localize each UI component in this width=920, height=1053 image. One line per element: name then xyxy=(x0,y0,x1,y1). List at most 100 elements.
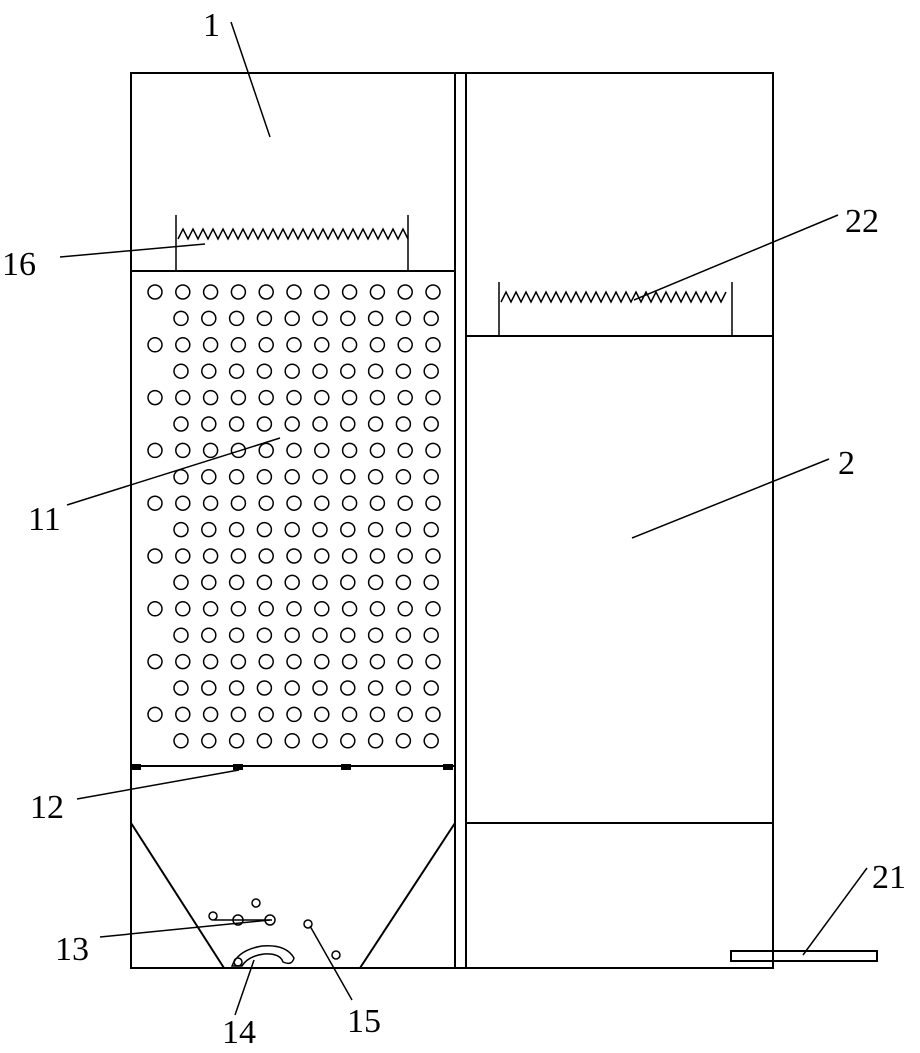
packing-sphere xyxy=(228,310,245,327)
packing-sphere xyxy=(367,680,384,696)
packing-sphere xyxy=(367,310,384,327)
packing-sphere xyxy=(202,442,219,459)
packing-sphere xyxy=(340,680,356,696)
packing-sphere xyxy=(173,574,189,591)
packing-sphere xyxy=(230,653,247,670)
packing-sphere xyxy=(258,706,274,723)
packing-sphere xyxy=(175,389,191,406)
packing-sphere xyxy=(173,310,189,327)
packing-sphere xyxy=(256,416,273,432)
bubbles xyxy=(303,919,341,960)
packing-sphere xyxy=(312,310,328,327)
packing-sphere xyxy=(340,310,356,327)
packing-sphere xyxy=(173,416,189,432)
spray-header-right xyxy=(498,282,733,336)
packing-sphere xyxy=(202,706,219,723)
packing-sphere xyxy=(367,416,384,432)
packing-sphere xyxy=(340,416,356,432)
packing-sphere xyxy=(202,284,219,300)
pipe-21 xyxy=(730,950,878,962)
packing-sphere xyxy=(425,601,441,617)
packing-sphere xyxy=(230,284,247,300)
packing-sphere xyxy=(367,733,384,749)
leader-lines xyxy=(59,21,868,1016)
packing-sphere xyxy=(397,284,413,300)
packing-sphere xyxy=(147,601,163,617)
packing-sphere xyxy=(286,495,302,511)
packing-sphere xyxy=(258,601,274,617)
packing-sphere xyxy=(395,574,412,591)
packing-sphere xyxy=(173,363,189,379)
packing-sphere xyxy=(341,601,358,617)
packing-sphere xyxy=(395,363,412,379)
packing-sphere xyxy=(395,416,412,432)
packing-sphere xyxy=(423,469,439,485)
packing-sphere xyxy=(147,284,163,300)
packing-sphere xyxy=(314,442,330,459)
packing-sphere xyxy=(202,389,219,406)
packing-sphere xyxy=(423,627,439,643)
packing-sphere xyxy=(284,310,300,327)
packing-sphere xyxy=(367,363,384,379)
label-21: 21 xyxy=(872,859,906,896)
packing-sphere xyxy=(425,653,441,670)
packing-sphere xyxy=(256,363,273,379)
label-2: 2 xyxy=(838,445,855,482)
packing-sphere xyxy=(258,653,274,670)
packing-sphere xyxy=(423,574,439,591)
support-brackets xyxy=(131,764,453,770)
packing-sphere xyxy=(201,733,217,749)
packing-sphere xyxy=(397,601,413,617)
packing-sphere xyxy=(340,733,356,749)
packing-sphere xyxy=(230,706,247,723)
packing-sphere xyxy=(147,706,163,723)
packing-sphere xyxy=(256,574,273,591)
packing-sphere xyxy=(423,363,439,379)
packing-sphere xyxy=(256,310,273,327)
packing-sphere xyxy=(284,627,300,643)
packing-sphere xyxy=(173,521,189,538)
outer-housing xyxy=(130,72,774,969)
packing-sphere xyxy=(228,733,245,749)
packing-sphere xyxy=(230,337,247,353)
packing-sphere xyxy=(423,680,439,696)
packing-sphere xyxy=(286,706,302,723)
packing-sphere xyxy=(397,548,413,564)
packing-sphere xyxy=(284,574,300,591)
packing-sphere xyxy=(369,495,386,511)
packing-sphere xyxy=(175,548,191,564)
packing-sphere xyxy=(340,363,356,379)
hopper-left-wall xyxy=(130,822,225,969)
packing-sphere xyxy=(314,548,330,564)
packing-sphere xyxy=(202,601,219,617)
packing-sphere xyxy=(175,601,191,617)
packing-sphere xyxy=(340,574,356,591)
packing-sphere xyxy=(340,469,356,485)
packing-sphere xyxy=(314,337,330,353)
packing-sphere xyxy=(341,389,358,406)
hopper-right-wall xyxy=(359,822,456,969)
packing-sphere xyxy=(367,574,384,591)
packing-sphere xyxy=(202,337,219,353)
label-14: 14 xyxy=(222,1014,256,1051)
packing-sphere xyxy=(397,389,413,406)
label-13: 13 xyxy=(55,931,89,968)
packing-sphere xyxy=(369,706,386,723)
packing-sphere xyxy=(423,521,439,538)
packing-sphere xyxy=(286,601,302,617)
packing-sphere xyxy=(314,389,330,406)
packing-sphere xyxy=(369,653,386,670)
packing-sphere xyxy=(312,574,328,591)
packing-sphere xyxy=(397,337,413,353)
packing-sphere xyxy=(425,337,441,353)
packing-sphere xyxy=(147,495,163,511)
packing-media xyxy=(147,284,441,749)
packing-sphere xyxy=(228,416,245,432)
packing-sphere xyxy=(147,548,163,564)
packing-sphere xyxy=(258,337,274,353)
packing-sphere xyxy=(341,337,358,353)
packing-sphere xyxy=(395,469,412,485)
packing-sphere xyxy=(395,521,412,538)
packing-sphere xyxy=(201,521,217,538)
packing-sphere xyxy=(312,363,328,379)
